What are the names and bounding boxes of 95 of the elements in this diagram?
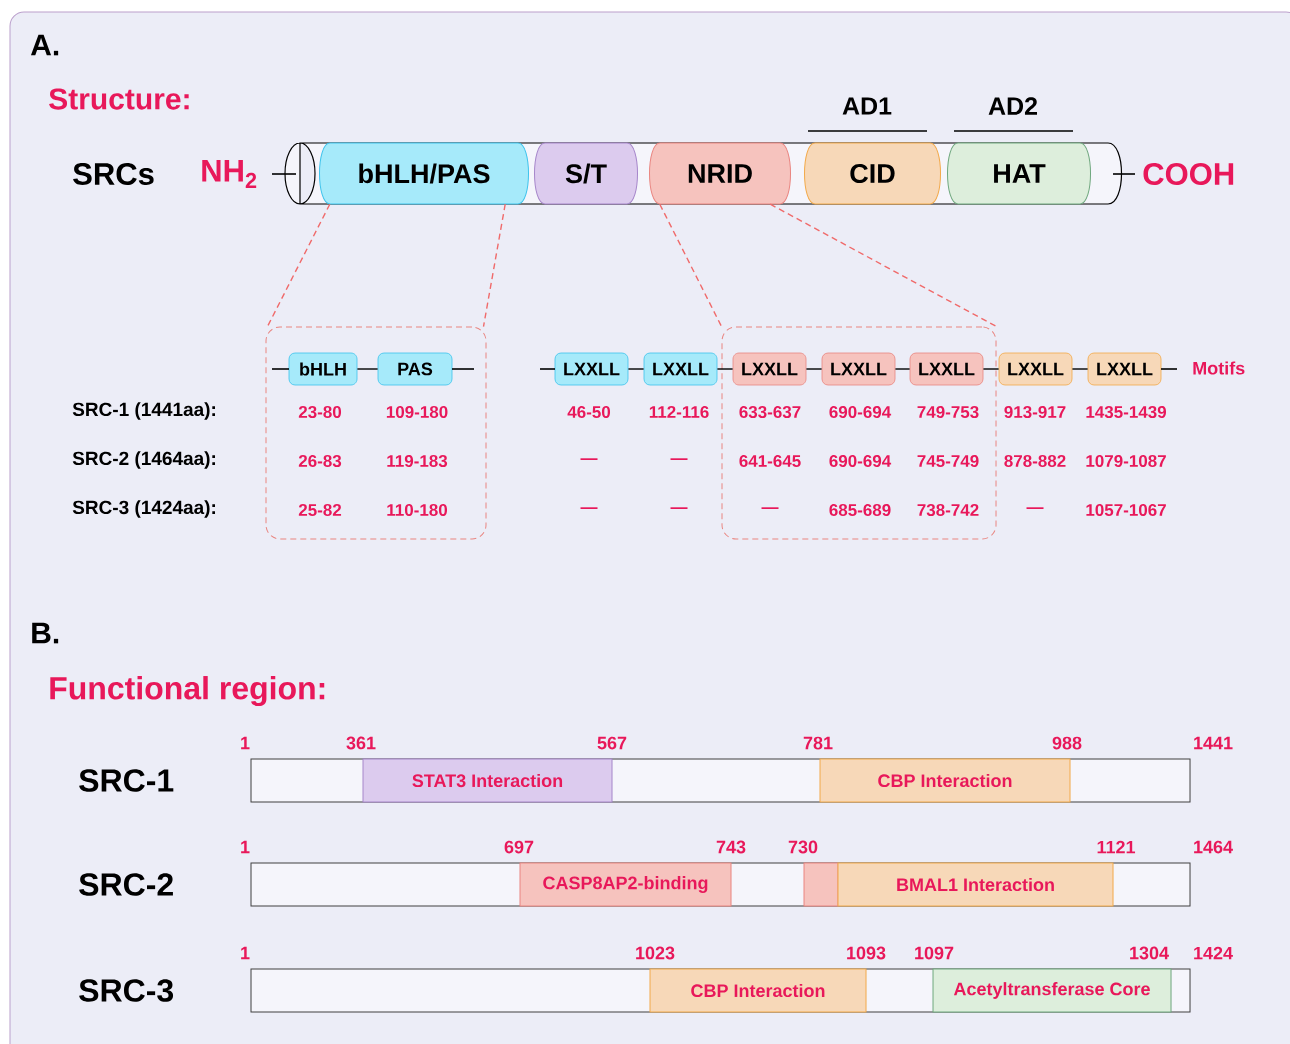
section-heading: Structure: [49, 88, 189, 110]
residue-range: 738-742 [917, 503, 979, 517]
position-number: 361 [346, 736, 376, 750]
residue-range: 690-694 [829, 406, 892, 419]
residue-range: 110-180 [387, 504, 447, 517]
domain-segment: NRID [649, 142, 791, 205]
row-label: SRC-1 (1441aa): [72, 402, 215, 420]
connector-line [1071, 368, 1089, 370]
residue-range: — [761, 507, 779, 509]
domain-label: AD1 [842, 97, 892, 115]
position-number: 1424 [1194, 946, 1233, 960]
connector-line [627, 368, 645, 370]
protein-name: SRC-1 [79, 769, 174, 792]
region-box: CBP Interaction [649, 968, 867, 1013]
residue-range: 46-50 [567, 406, 611, 419]
residue-range: 685-689 [829, 504, 891, 517]
residue-range: — [670, 458, 688, 460]
motif-box: LXXLL [998, 352, 1073, 386]
row-label: SRC-2 (1464aa): [72, 451, 215, 469]
protein-name: SRC-3 [79, 979, 174, 1002]
region-box: CBP Interaction [819, 758, 1071, 803]
residue-range: 878-882 [1004, 455, 1066, 468]
panel-letter: A. [30, 34, 59, 56]
position-number: 988 [1052, 736, 1082, 750]
terminus-label: NH$_{2}$ [202, 160, 257, 188]
residue-range: 633-637 [739, 405, 801, 419]
motif-box: LXXLL [643, 352, 718, 386]
residue-range: 1435-1439 [1086, 405, 1166, 419]
panel-letter: B. [32, 622, 59, 644]
residue-range: — [580, 458, 598, 460]
region-box: STAT3 Interaction [362, 758, 613, 803]
position-number: 1 [241, 946, 250, 960]
position-number: 1093 [847, 946, 886, 960]
position-number: 730 [788, 840, 818, 854]
domain-label: AD2 [988, 97, 1037, 115]
terminus-label: COOH [1143, 163, 1234, 185]
domain-segment: CID [804, 142, 941, 205]
zoom-line [482, 203, 506, 328]
protein-label: SRCs [73, 163, 154, 185]
region-box: CASP8AP2-binding [519, 862, 732, 907]
residue-range: 23-80 [298, 405, 342, 419]
zoom-line [659, 203, 723, 328]
residue-range: 690-694 [829, 455, 892, 468]
residue-range: 749-753 [917, 405, 979, 419]
motif-box: PAS [377, 352, 453, 386]
dashed-box [721, 326, 997, 540]
residue-range: 25-82 [298, 504, 342, 517]
motif-box: LXXLL [1087, 352, 1162, 386]
residue-range: 1057-1067 [1086, 504, 1166, 517]
motif-box: LXXLL [554, 352, 629, 386]
position-number: 1304 [1130, 946, 1169, 960]
connector-line [894, 368, 911, 370]
position-number: 1464 [1194, 840, 1233, 854]
residue-range: — [580, 507, 598, 509]
motif-box: LXXLL [821, 352, 896, 386]
dashed-box [265, 326, 487, 540]
position-number: 1097 [915, 946, 954, 960]
motifs-label: Motifs [1193, 361, 1245, 375]
residue-range: 1079-1087 [1086, 455, 1166, 468]
position-number: 567 [597, 736, 627, 750]
zoom-line [769, 203, 998, 328]
residue-range: — [670, 507, 688, 509]
region-box: BMAL1 Interaction [837, 862, 1114, 907]
position-number: 781 [803, 736, 833, 750]
position-number: 1121 [1097, 840, 1136, 854]
position-number: 697 [504, 840, 534, 854]
position-number: 1 [241, 840, 250, 854]
section-heading: Functional region: [50, 676, 325, 706]
residue-range: 112-116 [649, 406, 709, 419]
row-label: SRC-3 (1424aa): [72, 500, 215, 518]
position-number: 1023 [636, 946, 675, 960]
motif-box: LXXLL [732, 352, 807, 386]
residue-range: 26-83 [298, 454, 342, 468]
residue-range: 641-645 [739, 455, 801, 468]
residue-range: 119-183 [387, 454, 448, 468]
connector-line [716, 368, 734, 370]
protein-name: SRC-2 [79, 873, 173, 896]
residue-range: 745-749 [917, 455, 979, 468]
domain-segment: HAT [947, 142, 1091, 205]
domain-segment: S/T [534, 142, 638, 205]
connector-line [982, 368, 1000, 370]
zoom-line [266, 203, 331, 328]
residue-range: 109-180 [386, 406, 448, 419]
motif-box: bHLH [288, 352, 358, 386]
position-number: 743 [716, 840, 746, 854]
region-box: Acetyltransferase Core [932, 968, 1172, 1013]
connector-line [805, 368, 823, 370]
domain-segment: bHLH/PAS [319, 142, 529, 205]
position-number: 1 [241, 736, 250, 750]
residue-range: 913-917 [1004, 405, 1066, 419]
connector-line [356, 368, 379, 370]
motif-box: LXXLL [909, 352, 984, 386]
region-box [803, 862, 839, 907]
position-number: 1441 [1194, 736, 1233, 750]
residue-range: — [1026, 507, 1044, 509]
